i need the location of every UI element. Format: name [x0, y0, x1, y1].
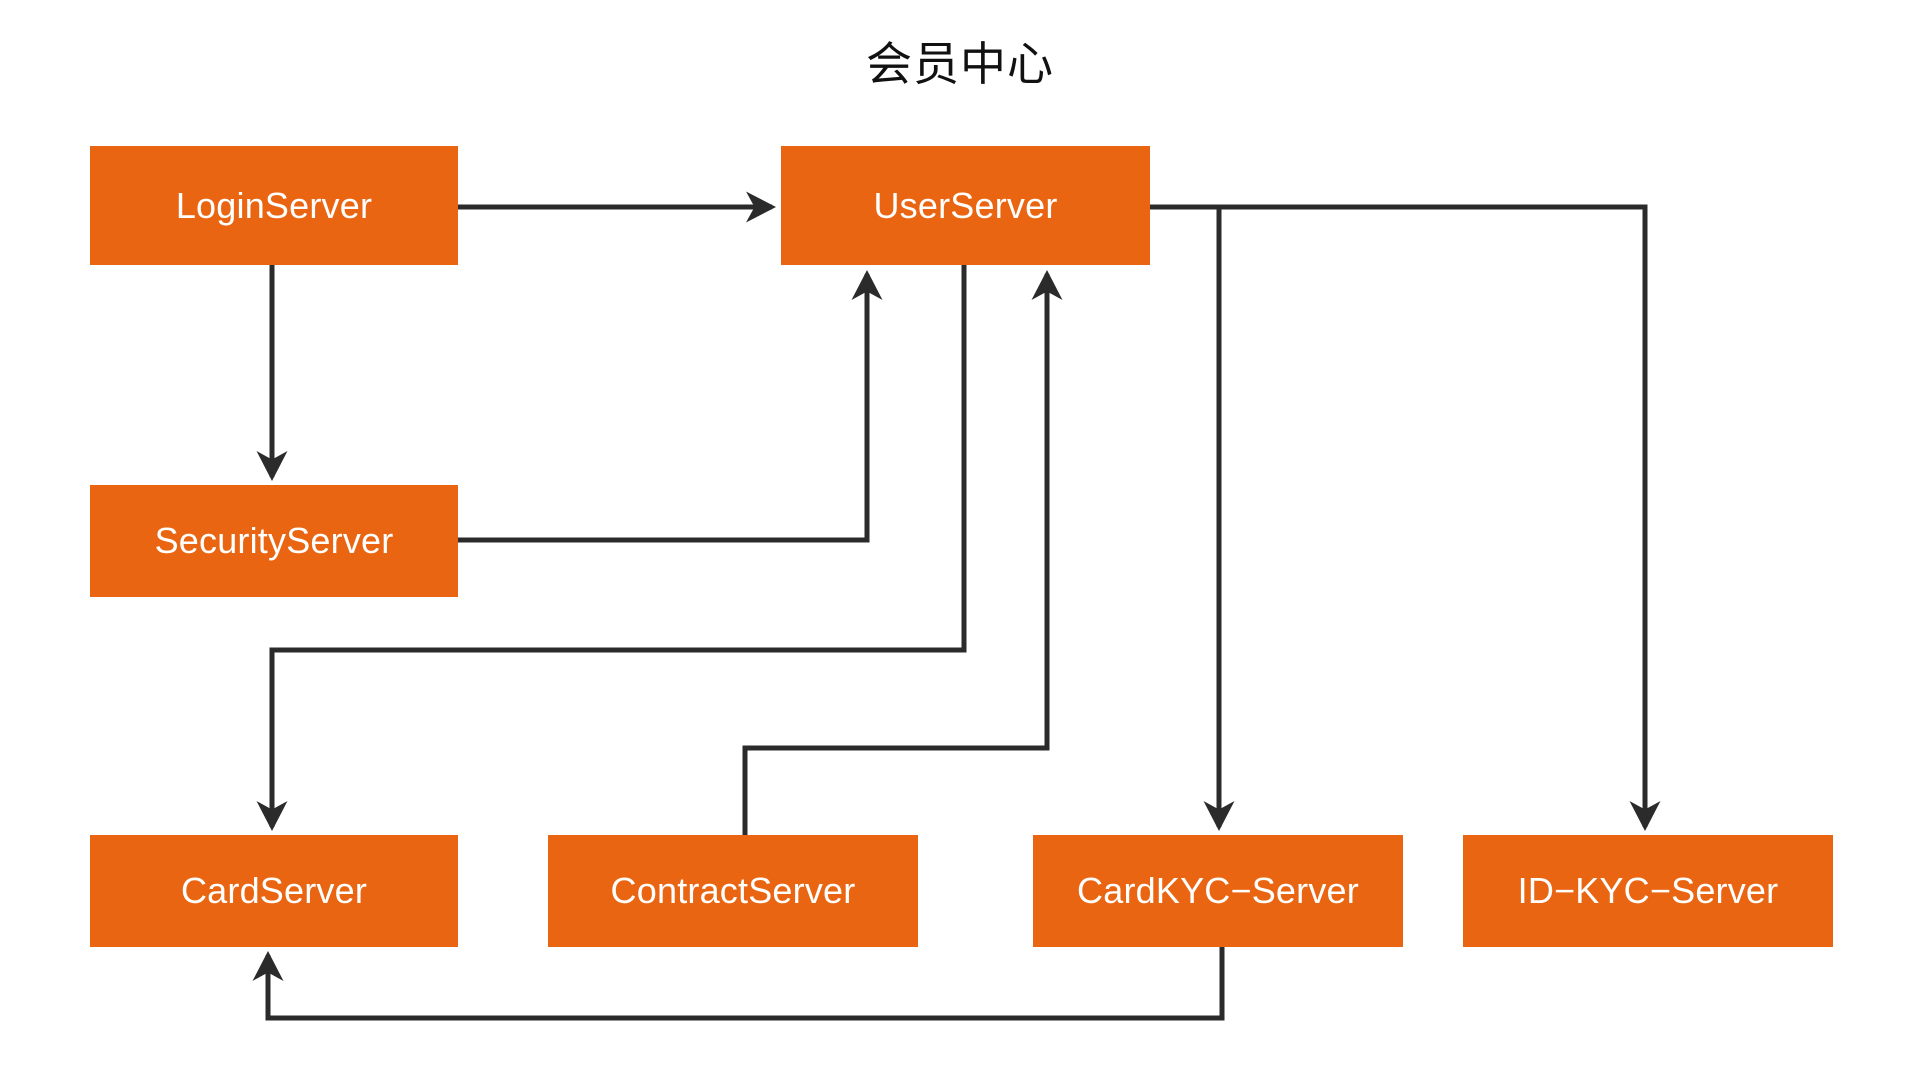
edge-user-to-cardkyc: [1150, 204, 1235, 831]
node-card-server[interactable]: CardServer: [90, 835, 458, 947]
node-security-server-label: SecurityServer: [154, 520, 394, 561]
diagram-title: 会员中心: [866, 37, 1054, 91]
node-user-server-label: UserServer: [873, 184, 1058, 226]
edge-user-to-idkyc: [1150, 204, 1661, 831]
node-idkyc-server-label: ID−KYC−Server: [1517, 870, 1779, 911]
node-contract-server-label: ContractServer: [610, 870, 856, 911]
edge-contract-to-user: [742, 270, 1063, 835]
node-idkyc-server[interactable]: ID−KYC−Server: [1463, 835, 1833, 947]
node-user-server[interactable]: UserServer: [781, 146, 1150, 265]
node-security-server[interactable]: SecurityServer: [90, 485, 458, 597]
edge-cardkyc-to-card: [252, 947, 1225, 1021]
edge-security-to-user: [458, 270, 883, 543]
node-contract-server[interactable]: ContractServer: [548, 835, 918, 947]
edge-user-to-card: [256, 265, 967, 831]
node-cardkyc-server[interactable]: CardKYC−Server: [1033, 835, 1403, 947]
node-login-server[interactable]: LoginServer: [90, 146, 458, 265]
node-card-server-label: CardServer: [180, 870, 368, 911]
node-cardkyc-server-label: CardKYC−Server: [1077, 870, 1359, 911]
node-login-server-label: LoginServer: [175, 184, 373, 226]
